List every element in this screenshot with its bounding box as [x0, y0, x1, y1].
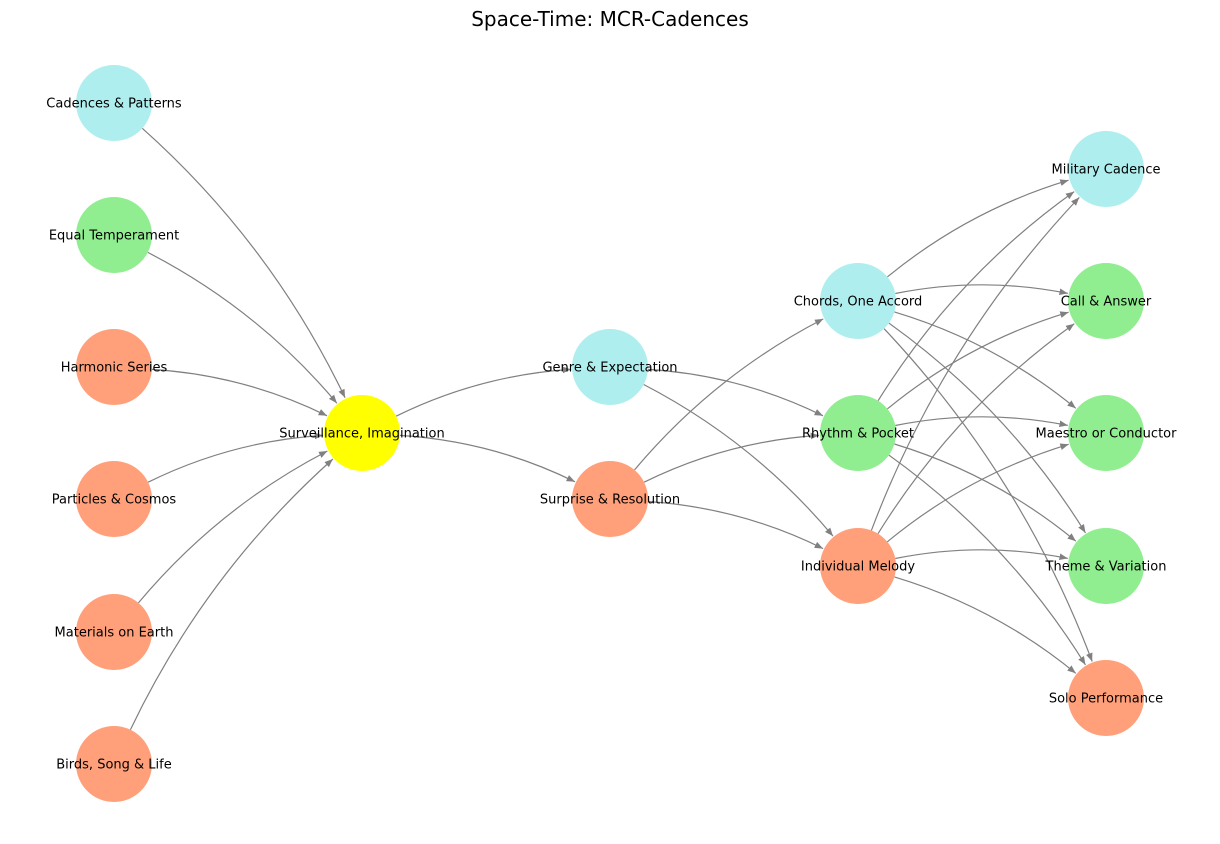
edge-particles-to-surveillance: [147, 432, 324, 483]
node-materials: Materials on Earth: [55, 594, 174, 670]
edge-surprise-to-rhythm: [643, 432, 820, 483]
edge-materials-to-surveillance: [137, 450, 328, 604]
node-circle-solo: [1068, 660, 1144, 736]
node-circle-call: [1068, 263, 1144, 339]
node-label-cadences: Cadences & Patterns: [46, 97, 182, 112]
node-label-maestro: Maestro or Conductor: [1036, 427, 1178, 442]
edge-genre-to-rhythm: [647, 368, 824, 417]
node-circle-military: [1068, 131, 1144, 207]
node-label-harmonic: Harmonic Series: [61, 361, 168, 376]
node-maestro: Maestro or Conductor: [1036, 395, 1178, 471]
node-military: Military Cadence: [1052, 131, 1161, 207]
edge-surprise-to-melody: [647, 500, 824, 550]
node-circle-materials: [76, 594, 152, 670]
node-surveillance: Surveillance, Imagination: [279, 395, 445, 471]
edge-melody-to-maestro: [886, 443, 1069, 543]
edge-surprise-to-chords: [634, 318, 824, 471]
node-circle-cadences: [76, 65, 152, 141]
edge-genre-to-melody: [643, 383, 834, 537]
edge-chords-to-solo: [883, 328, 1093, 662]
node-particles: Particles & Cosmos: [52, 461, 177, 537]
node-circle-birds: [76, 726, 152, 802]
node-label-genre: Genre & Expectation: [542, 361, 677, 376]
node-circle-harmonic: [76, 329, 152, 405]
edge-melody-to-military: [870, 196, 1080, 531]
node-label-call: Call & Answer: [1061, 295, 1152, 310]
node-genre: Genre & Expectation: [542, 329, 678, 405]
node-label-rhythm: Rhythm & Pocket: [802, 427, 914, 442]
node-circle-particles: [76, 461, 152, 537]
node-circle-surveillance: [324, 395, 400, 471]
node-label-materials: Materials on Earth: [55, 626, 174, 641]
node-circle-surprise: [572, 461, 648, 537]
node-melody: Individual Melody: [801, 528, 915, 604]
edge-rhythm-to-maestro: [895, 416, 1068, 428]
node-rhythm: Rhythm & Pocket: [802, 395, 914, 471]
node-label-equal: Equal Temperament: [49, 229, 179, 244]
edge-surveillance-to-genre: [395, 366, 572, 417]
node-label-melody: Individual Melody: [801, 560, 915, 575]
node-label-theme: Theme & Variation: [1045, 560, 1167, 575]
edge-chords-to-maestro: [894, 311, 1077, 409]
node-label-solo: Solo Performance: [1049, 692, 1163, 707]
edge-harmonic-to-surveillance: [151, 368, 328, 417]
edge-equal-to-surveillance: [147, 251, 338, 404]
node-circle-chords: [820, 263, 896, 339]
node-circle-theme: [1068, 528, 1144, 604]
node-solo: Solo Performance: [1049, 660, 1163, 736]
node-call: Call & Answer: [1061, 263, 1152, 339]
node-label-surprise: Surprise & Resolution: [540, 493, 680, 508]
edge-chords-to-theme: [888, 322, 1087, 534]
node-circle-equal: [76, 197, 152, 273]
edge-surveillance-to-surprise: [399, 434, 576, 483]
node-equal: Equal Temperament: [49, 197, 179, 273]
node-circle-genre: [572, 329, 648, 405]
edge-cadences-to-surveillance: [141, 127, 346, 399]
node-label-surveillance: Surveillance, Imagination: [279, 427, 444, 442]
diagram-title: Space-Time: MCR-Cadences: [471, 7, 749, 31]
edge-rhythm-to-theme: [894, 443, 1077, 542]
edge-birds-to-surveillance: [129, 458, 334, 730]
node-circle-rhythm: [820, 395, 896, 471]
node-label-birds: Birds, Song & Life: [56, 758, 171, 773]
node-surprise: Surprise & Resolution: [540, 461, 680, 537]
edge-rhythm-to-military: [877, 191, 1075, 402]
node-circle-melody: [820, 528, 896, 604]
edge-melody-to-call: [877, 323, 1075, 535]
edge-melody-to-theme: [895, 549, 1068, 561]
edges-layer: [129, 127, 1093, 730]
edge-chords-to-call: [895, 284, 1068, 296]
edge-rhythm-to-call: [887, 311, 1069, 410]
node-chords: Chords, One Accord: [794, 263, 923, 339]
node-birds: Birds, Song & Life: [56, 726, 172, 802]
node-cadences: Cadences & Patterns: [46, 65, 182, 141]
edge-melody-to-solo: [894, 576, 1077, 674]
node-label-chords: Chords, One Accord: [794, 295, 923, 310]
node-harmonic: Harmonic Series: [61, 329, 168, 405]
node-label-particles: Particles & Cosmos: [52, 493, 177, 508]
node-theme: Theme & Variation: [1045, 528, 1167, 604]
node-label-military: Military Cadence: [1052, 163, 1161, 178]
edge-chords-to-military: [887, 179, 1069, 278]
node-circle-maestro: [1068, 395, 1144, 471]
